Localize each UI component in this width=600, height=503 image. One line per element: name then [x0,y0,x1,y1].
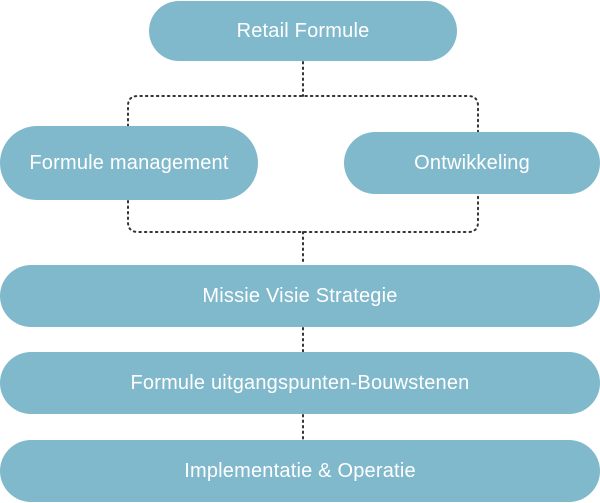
node-retail-formule-label: Retail Formule [236,19,370,42]
node-implementatie-operatie: Implementatie & Operatie [0,440,600,502]
node-formule-uitgangspunten-label: Formule uitgangspunten-Bouwstenen [130,371,470,394]
node-ontwikkeling: Ontwikkeling [344,132,600,194]
node-missie-visie-strategie: Missie Visie Strategie [0,265,600,327]
node-formule-management-label: Formule management [29,151,229,174]
node-formule-management: Formule management [0,126,258,200]
bracket-top [127,95,479,133]
node-formule-uitgangspunten: Formule uitgangspunten-Bouwstenen [0,352,600,414]
node-retail-formule: Retail Formule [149,1,457,61]
node-implementatie-operatie-label: Implementatie & Operatie [184,459,416,482]
node-ontwikkeling-label: Ontwikkeling [414,151,530,174]
node-missie-visie-strategie-label: Missie Visie Strategie [202,284,398,307]
bracket-bottom [127,194,479,233]
